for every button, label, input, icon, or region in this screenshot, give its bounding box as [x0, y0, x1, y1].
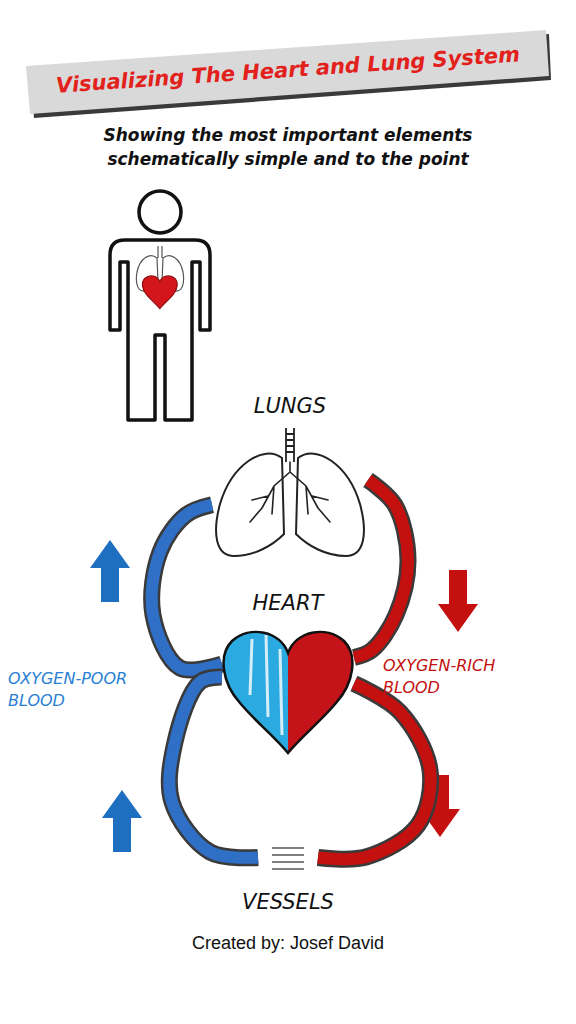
person-body: [110, 240, 210, 420]
blood-vessel-tube: [354, 480, 408, 658]
node-label: HEART: [192, 591, 384, 615]
tube-fill: [354, 480, 408, 658]
down-arrow: [438, 570, 478, 632]
heart-base: [224, 632, 353, 753]
vessels-node: VESSELS: [258, 840, 318, 875]
left-lung: [216, 454, 284, 556]
person-icon: [110, 191, 210, 420]
right-lung: [296, 454, 364, 556]
tube-outline: [318, 684, 431, 860]
blood-label: OXYGEN-RICH BLOOD: [383, 655, 543, 700]
heart-node: HEART: [222, 625, 354, 755]
banner-band: [26, 30, 549, 114]
node-label: VESSELS: [198, 890, 378, 914]
tube-outline: [152, 505, 222, 670]
heart-outline: [224, 632, 353, 753]
tube-outline: [354, 480, 408, 658]
vessels-symbol: [258, 840, 318, 875]
heart-illustration: [222, 625, 354, 755]
title-banner: [26, 30, 551, 118]
node-label: LUNGS: [182, 394, 398, 418]
blood-vessel-tube: [318, 684, 431, 860]
blood-vessel-tube: [152, 505, 222, 670]
up-arrow: [102, 790, 142, 852]
tube-fill: [152, 505, 222, 670]
up-arrow: [90, 540, 130, 602]
caption-text: Created by: Josef David: [88, 933, 488, 954]
tube-fill: [318, 684, 431, 860]
subtitle-text: Showing the most important elements sche…: [50, 124, 526, 172]
lungs-illustration: [212, 428, 368, 558]
bronchi: [250, 462, 330, 522]
person-heart: [142, 276, 177, 309]
person-head: [139, 191, 181, 233]
capillary-lines: [272, 848, 304, 869]
lungs-node: LUNGS: [212, 428, 368, 558]
trachea: [286, 428, 294, 462]
blood-label: OXYGEN-POOR BLOOD: [8, 668, 158, 713]
